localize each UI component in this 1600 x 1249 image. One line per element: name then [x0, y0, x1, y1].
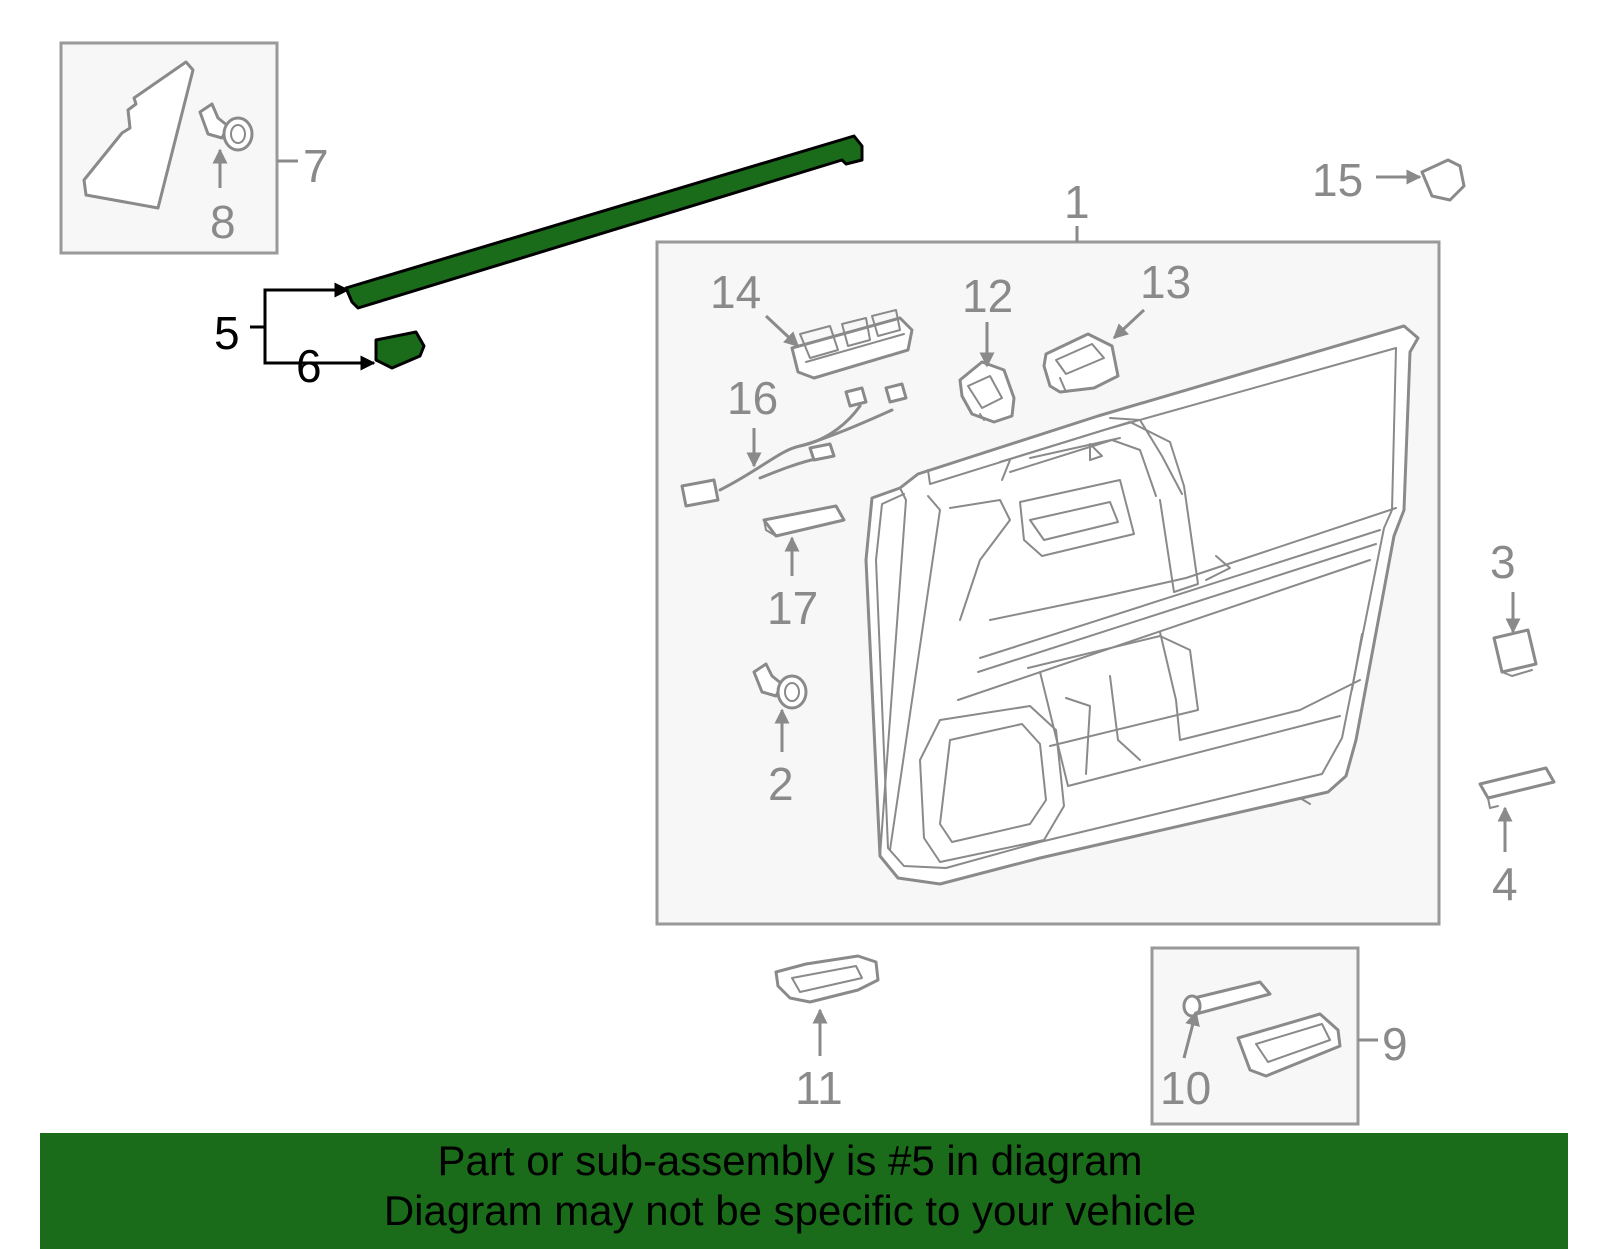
leader-10 — [1182, 1010, 1200, 1059]
callout-8: 8 — [210, 196, 236, 248]
callout-3: 3 — [1490, 536, 1516, 588]
clip-part-8[interactable] — [198, 102, 254, 152]
moulding-clip-part-6[interactable] — [374, 330, 426, 370]
callout-5: 5 — [214, 307, 240, 359]
door-trim-panel[interactable] — [864, 324, 1420, 886]
callout-14: 14 — [710, 266, 761, 318]
window-switch-part-14[interactable] — [790, 309, 914, 380]
notice-banner: Part or sub-assembly is #5 in diagram Di… — [40, 1133, 1568, 1249]
callout-2: 2 — [768, 758, 794, 810]
clip-part-3[interactable] — [1492, 628, 1538, 677]
callout-7: 7 — [303, 140, 329, 192]
switch-part-13[interactable] — [1042, 332, 1120, 394]
wire-harness-part-16[interactable] — [680, 382, 908, 508]
callout-16: 16 — [727, 372, 778, 424]
belt-moulding-part-5[interactable] — [344, 134, 864, 310]
callout-1: 1 — [1064, 176, 1090, 228]
cover-part-15[interactable] — [1420, 158, 1466, 202]
clip-part-2[interactable] — [752, 662, 808, 710]
garnish-part-7[interactable] — [82, 60, 195, 210]
callout-15: 15 — [1312, 154, 1363, 206]
lamp-housing-part-9[interactable] — [1236, 1012, 1342, 1078]
callout-9: 9 — [1382, 1018, 1408, 1070]
callout-10: 10 — [1160, 1062, 1211, 1114]
handle-bezel-part-11[interactable] — [774, 954, 880, 1004]
callout-13: 13 — [1140, 256, 1191, 308]
callout-4: 4 — [1492, 858, 1518, 910]
leader-14 — [764, 314, 800, 348]
callout-12: 12 — [962, 270, 1013, 322]
callout-11: 11 — [795, 1062, 843, 1114]
banner-line-2: Diagram may not be specific to your vehi… — [383, 1187, 1197, 1234]
leader-13 — [1112, 308, 1146, 340]
callout-17: 17 — [767, 582, 818, 634]
callout-6: 6 — [296, 340, 322, 392]
clip-part-4[interactable] — [1478, 766, 1556, 809]
banner-line-1: Part or sub-assembly is #5 in diagram — [437, 1137, 1143, 1184]
clip-part-17[interactable] — [762, 504, 846, 538]
